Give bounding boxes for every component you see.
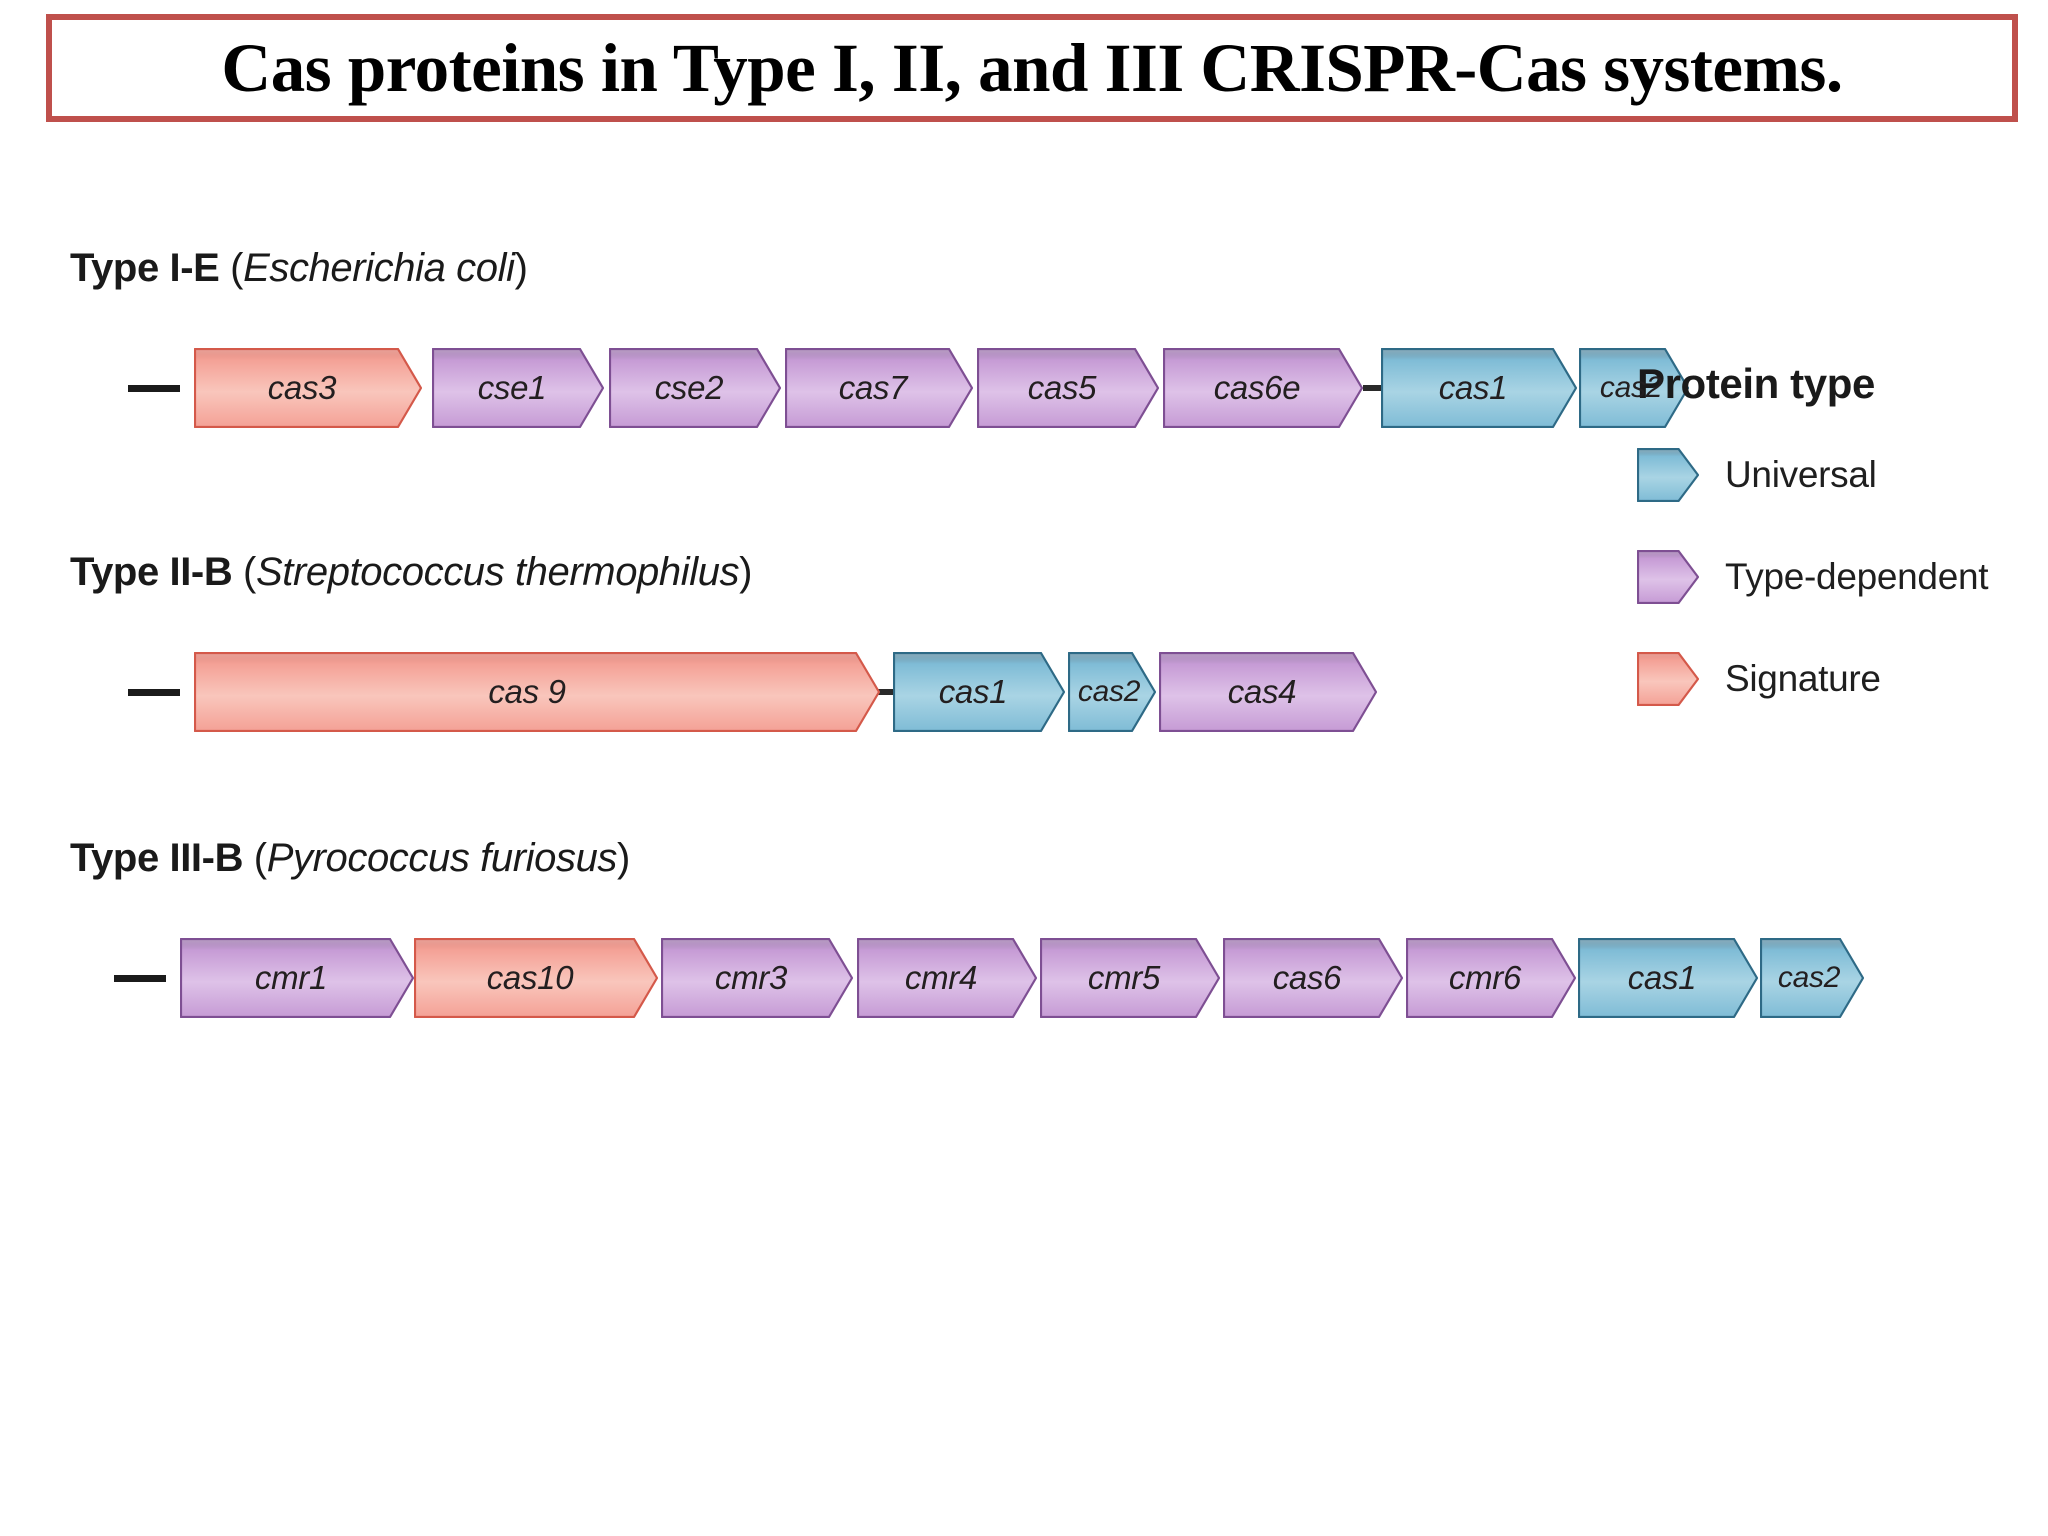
gene-arrow-cas1[interactable]: cas1 <box>1578 938 1758 1018</box>
gene-arrow-cas2[interactable]: cas2 <box>1579 348 1689 428</box>
row-label-1: Type I-E (Escherichia coli) <box>70 246 528 291</box>
gene-arrow-cse1[interactable]: cse1 <box>432 348 604 428</box>
gene-arrow-cmr3[interactable]: cmr3 <box>661 938 853 1018</box>
gene-label: cas4 <box>1227 673 1297 710</box>
gene-label: cas1 <box>938 673 1008 710</box>
crispr-cas-operon-figure: Type I-E (Escherichia coli) cas3 cse1 <box>0 130 2048 1536</box>
gene-arrow-cas6e[interactable]: cas6e <box>1163 348 1363 428</box>
gene-arrow-cas1[interactable]: cas1 <box>893 652 1065 732</box>
legend-label: Signature <box>1725 658 1881 699</box>
row-organism-label: Escherichia coli <box>243 246 515 290</box>
gene-arrow-cse2[interactable]: cse2 <box>609 348 781 428</box>
gene-arrow-cas2[interactable]: cas2 <box>1760 938 1864 1018</box>
gene-arrow-cas10[interactable]: cas10 <box>414 938 658 1018</box>
upstream-line <box>128 689 180 696</box>
gene-label: cas 9 <box>488 673 566 710</box>
operon-track: cmr1 cas10 cmr3 <box>66 938 1966 1018</box>
gene-label: cas2 <box>1077 675 1141 708</box>
page-title: Cas proteins in Type I, II, and III CRIS… <box>221 29 1843 106</box>
gene-label: cas1 <box>1438 369 1508 406</box>
gene-label: cmr1 <box>254 959 328 996</box>
title-banner: Cas proteins in Type I, II, and III CRIS… <box>46 14 2018 122</box>
row-label-open-paren: ( <box>243 836 267 880</box>
gene-label: cas2 <box>1777 961 1841 994</box>
legend-label: Universal <box>1725 454 1877 495</box>
legend: Protein type Universal Type-dependent <box>1637 360 2037 752</box>
gene-label: cas1 <box>1627 959 1697 996</box>
upstream-line <box>114 975 166 982</box>
gene-arrow-cmr1[interactable]: cmr1 <box>180 938 414 1018</box>
gene-arrow-cmr6[interactable]: cmr6 <box>1406 938 1576 1018</box>
legend-item-type-dependent[interactable]: Type-dependent <box>1637 548 2037 606</box>
legend-items: Universal Type-dependent Signature <box>1637 446 2037 708</box>
row-label-close-paren: ) <box>514 246 528 290</box>
gene-label: cas6 <box>1272 959 1342 996</box>
gene-label: cmr6 <box>1448 959 1522 996</box>
gene-label: cas3 <box>267 369 337 406</box>
gene-arrow-cas1[interactable]: cas1 <box>1381 348 1577 428</box>
gene-arrow-cas3[interactable]: cas3 <box>194 348 422 428</box>
row-label-open-paren: ( <box>219 246 244 290</box>
gene-label: cmr4 <box>904 959 978 996</box>
legend-swatch-signature-icon <box>1637 652 1699 706</box>
operon-track: cas3 cse1 cse2 <box>66 348 1966 428</box>
row-label-open-paren: ( <box>232 550 256 594</box>
row-type-label: Type II-B <box>70 550 233 594</box>
gene-arrow-cmr4[interactable]: cmr4 <box>857 938 1037 1018</box>
gene-arrow-cas4[interactable]: cas4 <box>1159 652 1377 732</box>
gene-arrow-cas5[interactable]: cas5 <box>977 348 1159 428</box>
gene-label: cas6e <box>1213 369 1301 406</box>
gene-arrow-cas-9[interactable]: cas 9 <box>194 652 880 732</box>
gene-connector <box>878 689 896 695</box>
row-label-3: Type III-B (Pyrococcus furiosus) <box>70 836 630 881</box>
gene-label: cmr3 <box>714 959 788 996</box>
legend-item-signature[interactable]: Signature <box>1637 650 2037 708</box>
upstream-line <box>128 385 180 392</box>
row-label-close-paren: ) <box>617 836 630 880</box>
row-organism-label: Pyrococcus furiosus <box>266 836 618 880</box>
legend-item-universal[interactable]: Universal <box>1637 446 2037 504</box>
gene-label: cas10 <box>486 959 574 996</box>
gene-label: cse1 <box>477 369 547 406</box>
gene-label: cas2 <box>1599 371 1663 404</box>
operon-track: cas 9 cas1 cas2 <box>66 652 1966 732</box>
gene-arrow-cmr5[interactable]: cmr5 <box>1040 938 1220 1018</box>
row-label-2: Type II-B (Streptococcus thermophilus) <box>70 550 752 595</box>
gene-label: cmr5 <box>1087 959 1161 996</box>
row-type-label: Type III-B <box>70 836 244 880</box>
gene-label: cas7 <box>838 369 908 406</box>
gene-arrow-cas2[interactable]: cas2 <box>1068 652 1156 732</box>
gene-arrow-cas7[interactable]: cas7 <box>785 348 973 428</box>
gene-label: cas5 <box>1027 369 1097 406</box>
legend-swatch-type-dependent-icon <box>1637 550 1699 604</box>
gene-connector <box>1363 385 1383 391</box>
row-organism-label: Streptococcus thermophilus <box>255 550 740 594</box>
row-type-label: Type I-E <box>70 246 220 290</box>
row-label-close-paren: ) <box>739 550 753 594</box>
gene-arrow-cas6[interactable]: cas6 <box>1223 938 1403 1018</box>
legend-swatch-universal-icon <box>1637 448 1699 502</box>
gene-label: cse2 <box>654 369 724 406</box>
legend-title: Protein type <box>1637 360 1875 407</box>
legend-label: Type-dependent <box>1725 556 1989 597</box>
